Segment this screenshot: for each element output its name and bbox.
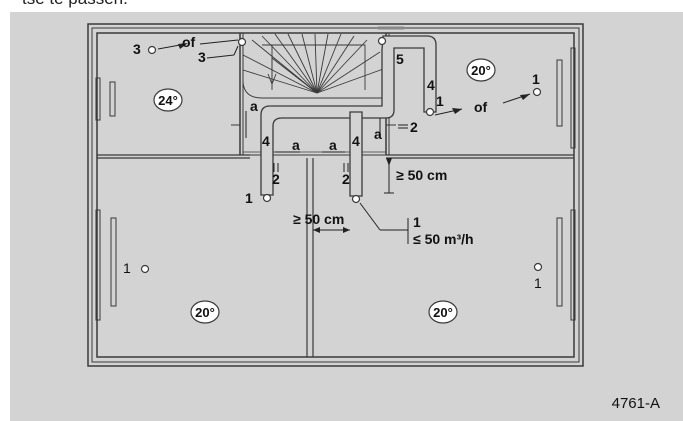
temp-20-bottom-left: 20° xyxy=(195,305,215,320)
staircase xyxy=(242,32,387,99)
label-a-right: a xyxy=(374,126,382,142)
outer-walls xyxy=(87,23,584,367)
label-1-room-right: 1 xyxy=(534,275,542,291)
label-4-mid: 4 xyxy=(352,133,360,149)
label-50cm-vertical: ≥ 50 cm xyxy=(396,167,447,183)
terminals xyxy=(140,36,543,274)
top-strip: tse te passen. xyxy=(0,0,683,12)
label-3-lower: 3 xyxy=(198,49,206,65)
interior-walls xyxy=(97,33,574,357)
label-1-right: 1 xyxy=(532,71,540,87)
temp-bubbles xyxy=(153,58,496,324)
label-a-mid1: a xyxy=(292,137,300,153)
top-caption: tse te passen. xyxy=(22,0,128,9)
label-2-left: 2 xyxy=(272,171,280,187)
arrowheads xyxy=(178,43,530,233)
windows xyxy=(95,26,576,321)
label-of-right: of xyxy=(474,99,488,115)
temp-20-top-right: 20° xyxy=(471,63,491,78)
label-2-mid: 2 xyxy=(342,171,350,187)
label-5: 5 xyxy=(396,51,404,67)
label-1-lower-left: 1 xyxy=(245,190,253,206)
label-2-right: 2 xyxy=(410,119,418,135)
dimension-ticks xyxy=(245,111,381,153)
label-4-left: 4 xyxy=(262,133,270,149)
label-a-left: a xyxy=(250,98,258,114)
label-a-mid2: a xyxy=(329,137,337,153)
label-1-room-left: 1 xyxy=(123,260,131,276)
temp-20-bottom-right: 20° xyxy=(433,305,453,320)
label-flow-rate: ≤ 50 m³/h xyxy=(413,231,474,247)
label-4-top: 4 xyxy=(427,77,435,93)
label-1-flow: 1 xyxy=(413,214,421,230)
label-3-left: 3 xyxy=(133,41,141,57)
ducts xyxy=(260,35,437,197)
temp-24: 24° xyxy=(158,93,178,108)
label-50cm-horizontal: ≥ 50 cm xyxy=(293,211,344,227)
label-1-duct: 1 xyxy=(436,93,444,109)
label-of-left: of xyxy=(182,34,196,50)
figure-id: 4761-A xyxy=(612,395,660,412)
